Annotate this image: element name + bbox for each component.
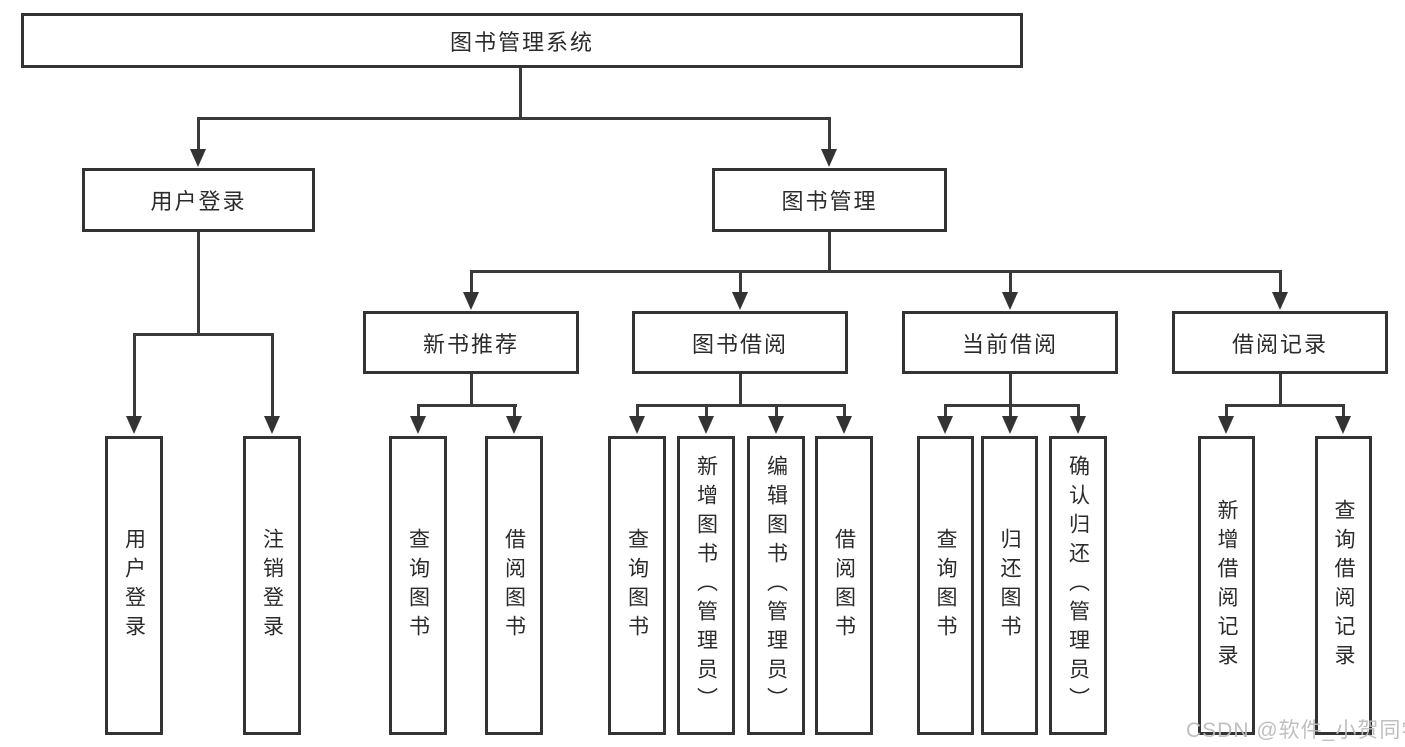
node-root: 图书管理系统 (21, 13, 1023, 68)
connector-line (775, 404, 778, 418)
arrow-down-icon (506, 416, 522, 434)
connector-line (197, 117, 200, 150)
node-leaf-query-books-recommend: 查询图书 (389, 436, 447, 735)
connector-line (470, 270, 1282, 273)
arrow-down-icon (768, 416, 784, 434)
arrow-down-icon (190, 149, 206, 167)
leaf-label: 借阅图书 (502, 527, 526, 644)
watermark: CSDN @软件_小贺同学 (1186, 719, 1405, 742)
leaf-label: 借阅图书 (832, 527, 856, 644)
arrow-down-icon (1218, 416, 1234, 434)
connector-line (133, 333, 274, 336)
connector-line (197, 117, 831, 120)
connector-line (1077, 404, 1080, 418)
arrow-down-icon (698, 416, 714, 434)
arrow-down-icon (126, 416, 142, 434)
connector-line (1279, 374, 1282, 407)
connector-line (828, 232, 831, 273)
connector-line (513, 404, 516, 418)
node-leaf-query-books-current: 查询图书 (917, 436, 974, 735)
connector-line (739, 374, 742, 407)
node-leaf-logout: 注销登录 (243, 436, 301, 735)
connector-line (470, 270, 473, 294)
node-leaf-add-books-admin: 新增图书（管理员） (677, 436, 735, 735)
connector-line (636, 404, 846, 407)
node-book-borrowing: 图书借阅 (632, 311, 848, 374)
arrow-down-icon (1002, 292, 1018, 310)
arrow-down-icon (836, 416, 852, 434)
node-leaf-borrow-books-recommend: 借阅图书 (485, 436, 543, 735)
leaf-label: 查询图书 (934, 527, 957, 644)
arrow-down-icon (463, 292, 479, 310)
connector-line (133, 333, 136, 418)
connector-line (470, 374, 473, 407)
arrow-down-icon (1335, 416, 1351, 434)
connector-line (944, 404, 947, 418)
connector-line (843, 404, 846, 418)
connector-line (828, 117, 831, 150)
connector-line (636, 404, 639, 418)
node-leaf-query-books-borrowing: 查询图书 (608, 436, 666, 735)
leaf-label: 查询图书 (625, 527, 649, 644)
arrow-down-icon (410, 416, 426, 434)
node-leaf-user-login: 用户登录 (105, 436, 163, 735)
arrow-down-icon (629, 416, 645, 434)
arrow-down-icon (1272, 292, 1288, 310)
connector-line (944, 404, 1080, 407)
leaf-label: 编辑图书（管理员） (764, 455, 788, 716)
leaf-label: 用户登录 (122, 527, 146, 644)
node-leaf-return-books: 归还图书 (981, 436, 1038, 735)
arrow-down-icon (937, 416, 953, 434)
connector-line (1009, 270, 1012, 294)
node-borrowing-records: 借阅记录 (1172, 311, 1388, 374)
node-new-book-recommend: 新书推荐 (363, 311, 579, 374)
node-leaf-add-borrow-record: 新增借阅记录 (1198, 436, 1255, 735)
leaf-label: 查询借阅记录 (1332, 498, 1355, 673)
node-book-management-group: 图书管理 (712, 168, 947, 232)
arrow-down-icon (732, 292, 748, 310)
connector-line (417, 404, 420, 418)
connector-line (197, 232, 200, 336)
node-leaf-query-borrow-record: 查询借阅记录 (1315, 436, 1372, 735)
node-leaf-confirm-return-admin: 确认归还（管理员） (1049, 436, 1107, 735)
node-user-login-group: 用户登录 (82, 168, 315, 232)
leaf-label: 归还图书 (998, 527, 1021, 644)
connector-line (519, 68, 522, 118)
connector-line (705, 404, 708, 418)
arrow-down-icon (821, 149, 837, 167)
arrow-down-icon (1002, 416, 1018, 434)
node-current-borrowing: 当前借阅 (902, 311, 1118, 374)
connector-line (271, 333, 274, 418)
arrow-down-icon (1070, 416, 1086, 434)
leaf-label: 查询图书 (406, 527, 430, 644)
arrow-down-icon (264, 416, 280, 434)
node-leaf-borrow-books-borrowing: 借阅图书 (815, 436, 873, 735)
leaf-label: 新增借阅记录 (1215, 498, 1238, 673)
connector-line (1279, 270, 1282, 294)
connector-line (1225, 404, 1228, 418)
leaf-label: 注销登录 (260, 527, 284, 644)
leaf-label: 新增图书（管理员） (694, 455, 718, 716)
connector-line (739, 270, 742, 294)
node-leaf-edit-books-admin: 编辑图书（管理员） (747, 436, 805, 735)
connector-line (417, 404, 517, 407)
connector-line (1225, 404, 1345, 407)
connector-line (1342, 404, 1345, 418)
connector-line (1009, 404, 1012, 418)
leaf-label: 确认归还（管理员） (1066, 455, 1090, 716)
connector-line (1009, 374, 1012, 407)
